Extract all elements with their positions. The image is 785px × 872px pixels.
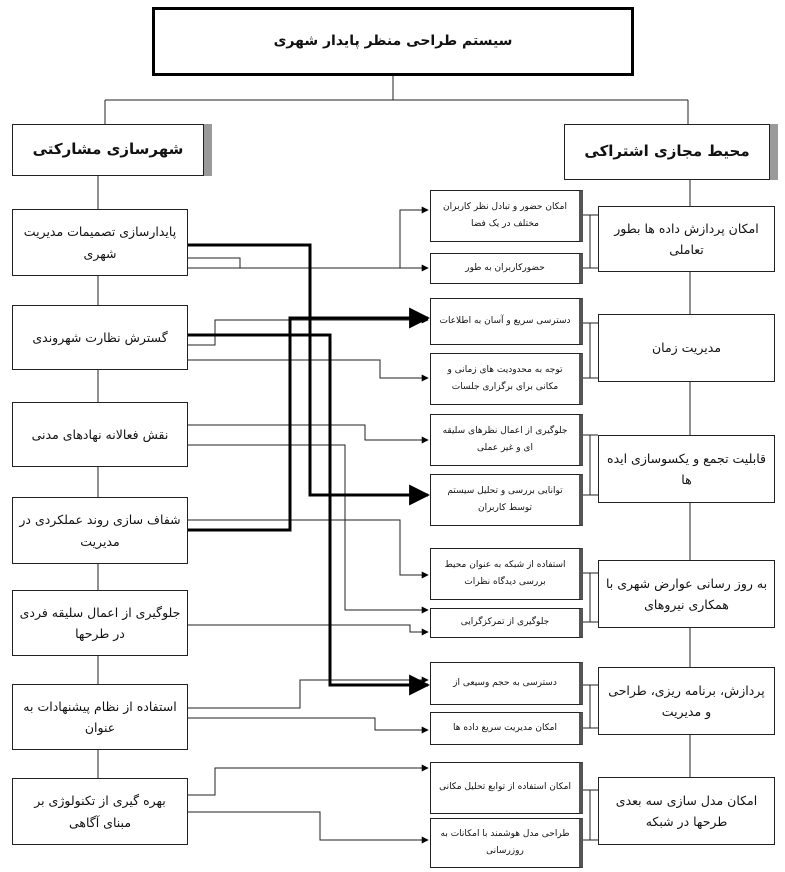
middle-item-label: طراحی مدل هوشمند با امکانات به روزرسانی xyxy=(440,828,570,856)
left-item-2: گسترش نظارت شهروندی xyxy=(12,305,188,370)
left-item-7: بهره گیری از تکنولوژی بر مبنای آگاهی xyxy=(12,778,188,845)
middle-item-4: توجه به محدودیت های زمانی و مکانی برای ب… xyxy=(430,353,583,405)
middle-item-8: جلوگیری از تمرکزگرایی xyxy=(430,608,583,638)
middle-item-9: دسترسی به حجم وسیعی از xyxy=(430,662,583,705)
right-item-label: امکان مدل سازی سه بعدی طرحها در شبکه xyxy=(615,792,758,829)
right-item-4: به روز رسانی عوارض شهری با همکاری نیروها… xyxy=(598,560,775,628)
middle-item-11: امکان استفاده از توابع تحلیل مکانی xyxy=(430,762,583,814)
header-participatory-urbanism: شهرسازی مشارکتی xyxy=(12,124,204,176)
middle-item-10: امکان مدیریت سریع داده ها xyxy=(430,712,583,745)
middle-item-label: امکان استفاده از توابع تحلیل مکانی xyxy=(439,782,571,793)
middle-item-label: توانایی بررسی و تحلیل سیستم توسط کاربران xyxy=(447,485,563,513)
middle-item-label: دسترسی به حجم وسیعی از xyxy=(453,677,557,688)
left-item-3: نقش فعالانه نهادهای مدنی xyxy=(12,402,188,467)
left-item-label: گسترش نظارت شهروندی xyxy=(32,329,168,345)
left-item-label: نقش فعالانه نهادهای مدنی xyxy=(31,426,169,442)
right-item-label: امکان پردازش داده ها بطور تعاملی xyxy=(614,220,759,257)
middle-item-label: امکان حضور و تبادل نظر کاربران مختلف در … xyxy=(443,201,567,229)
middle-item-7: استفاده از شبکه به عنوان محیط بررسی دیدگ… xyxy=(430,548,583,600)
left-item-label: بهره گیری از تکنولوژی بر مبنای آگاهی xyxy=(34,793,166,830)
right-item-6: امکان مدل سازی سه بعدی طرحها در شبکه xyxy=(598,777,775,845)
right-item-5: پردازش، برنامه ریزی، طراحی و مدیریت xyxy=(598,667,775,735)
diagram-title: سیستم طراحی منظر پایدار شهری xyxy=(152,7,634,76)
right-item-2: مدیریت زمان xyxy=(598,314,775,382)
right-item-label: پردازش، برنامه ریزی، طراحی و مدیریت xyxy=(608,682,765,719)
left-item-5: جلوگیری از اعمال سلیقه فردی در طرحها xyxy=(12,590,188,656)
right-item-3: قابلیت تجمع و یکسوسازی ایده ها xyxy=(598,435,775,503)
left-item-label: استفاده از نظام پیشنهادات به عنوان xyxy=(23,698,177,735)
left-item-6: استفاده از نظام پیشنهادات به عنوان xyxy=(12,684,188,750)
middle-item-12: طراحی مدل هوشمند با امکانات به روزرسانی xyxy=(430,818,583,868)
middle-item-label: دسترسی سریع و آسان به اطلاعات xyxy=(439,315,571,326)
middle-item-label: جلوگیری از تمرکزگرایی xyxy=(460,617,550,628)
middle-item-3: دسترسی سریع و آسان به اطلاعات xyxy=(430,298,583,345)
left-item-label: جلوگیری از اعمال سلیقه فردی در طرحها xyxy=(19,604,181,641)
middle-item-5: جلوگیری از اعمال نظرهای سلیقه ای و غیر ع… xyxy=(430,414,583,466)
middle-item-label: امکان مدیریت سریع داده ها xyxy=(453,722,557,733)
middle-item-label: استفاده از شبکه به عنوان محیط بررسی دیدگ… xyxy=(444,559,566,587)
middle-item-label: توجه به محدودیت های زمانی و مکانی برای ب… xyxy=(447,364,563,392)
left-item-label: پایدارسازی تصمیمات مدیریت شهری xyxy=(23,224,177,261)
middle-item-6: توانایی بررسی و تحلیل سیستم توسط کاربران xyxy=(430,474,583,526)
left-item-4: شفاف سازی روند عملکردی در مدیریت xyxy=(12,497,188,564)
header-shared-virtual-environment-text: محیط مجازی اشتراکی xyxy=(584,142,750,161)
left-item-1: پایدارسازی تصمیمات مدیریت شهری xyxy=(12,209,188,276)
right-item-label: قابلیت تجمع و یکسوسازی ایده ها xyxy=(607,450,766,487)
header-shared-virtual-environment: محیط مجازی اشتراکی xyxy=(564,124,770,180)
diagram-title-text: سیستم طراحی منظر پایدار شهری xyxy=(273,32,513,49)
header-participatory-urbanism-text: شهرسازی مشارکتی xyxy=(32,140,184,159)
middle-item-1: امکان حضور و تبادل نظر کاربران مختلف در … xyxy=(430,190,583,242)
middle-item-label: جلوگیری از اعمال نظرهای سلیقه ای و غیر ع… xyxy=(442,425,568,453)
middle-item-2: حضورکاربران به طور xyxy=(430,253,583,284)
right-item-label: به روز رسانی عوارض شهری با همکاری نیروها… xyxy=(605,575,768,612)
right-item-1: امکان پردازش داده ها بطور تعاملی xyxy=(598,206,775,272)
middle-item-label: حضورکاربران به طور xyxy=(465,262,545,273)
left-item-label: شفاف سازی روند عملکردی در مدیریت xyxy=(19,512,181,549)
right-item-label: مدیریت زمان xyxy=(651,340,722,356)
